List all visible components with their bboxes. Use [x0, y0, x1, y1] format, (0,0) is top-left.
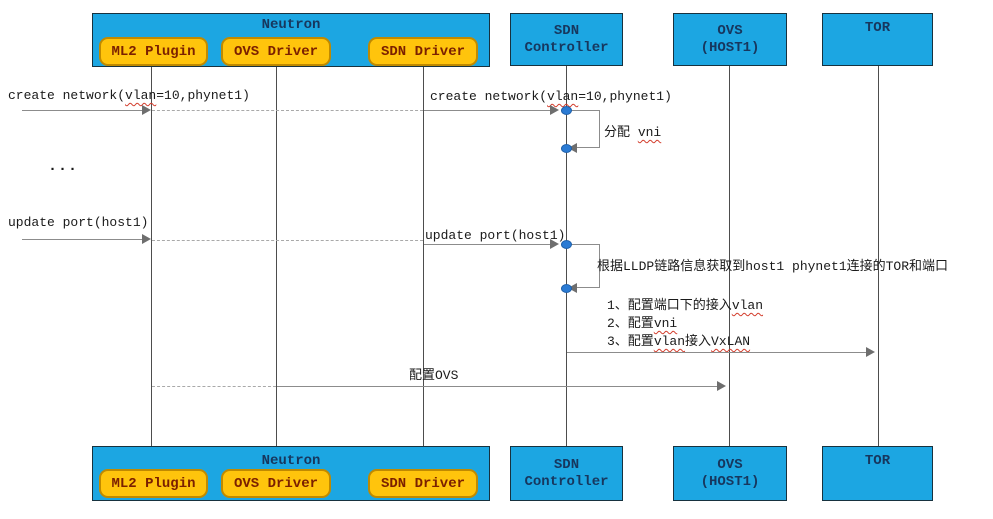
- arrowhead-update-port-neutron: [142, 234, 151, 244]
- participant-ovs-host1-bottom: OVS (HOST1): [673, 446, 787, 501]
- arrow-update-port-controller: [424, 244, 554, 245]
- sdn-controller-line2-top: Controller: [524, 39, 609, 56]
- activation-dot: [561, 284, 572, 293]
- participant-ovs-host1-top: OVS (HOST1): [673, 13, 787, 66]
- lifeline-tor: [878, 66, 879, 446]
- arrow-create-network-neutron: [22, 110, 144, 111]
- arrowhead-config-ovs: [717, 381, 726, 391]
- label-assign-vni: 分配 vni: [604, 125, 662, 140]
- neutron-label-bottom: Neutron: [261, 453, 321, 469]
- participant-ml2-plugin-bottom: ML2 Plugin: [99, 469, 208, 498]
- sdn-controller-line2-bottom: Controller: [524, 473, 609, 490]
- participant-tor-bottom: TOR: [822, 446, 933, 501]
- sdn-driver-label-bottom: SDN Driver: [380, 475, 465, 492]
- participant-sdn-driver-bottom: SDN Driver: [368, 469, 478, 498]
- dashed-config-ovs-internal: [152, 386, 276, 387]
- participant-tor-top: TOR: [822, 13, 933, 66]
- ovs-driver-label-bottom: OVS Driver: [233, 475, 318, 492]
- ovs-host1-line1-top: OVS: [717, 22, 743, 39]
- lifeline-ovs-driver: [276, 67, 277, 469]
- arrowhead-lldp-lookup: [568, 283, 577, 293]
- participant-sdn-controller-bottom: SDN Controller: [510, 446, 623, 501]
- message-create-network-neutron: create network(vlan=10,phynet1): [8, 88, 250, 103]
- arrowhead-create-network-controller: [550, 105, 559, 115]
- participant-sdn-controller-top: SDN Controller: [510, 13, 623, 66]
- lifeline-ovs-host1: [729, 66, 730, 446]
- sdn-driver-label-top: SDN Driver: [380, 43, 465, 60]
- sdn-controller-line1-bottom: SDN: [553, 456, 580, 473]
- ovs-host1-line2-bottom: (HOST1): [700, 473, 760, 490]
- tor-label-bottom: TOR: [864, 453, 891, 469]
- sdn-controller-line1-top: SDN: [553, 22, 580, 39]
- lifeline-sdn-driver: [423, 67, 424, 469]
- selfloop-assign-vni: [567, 110, 600, 148]
- arrow-config-ovs: [277, 386, 720, 387]
- activation-dot: [561, 106, 572, 115]
- ml2-plugin-label-top: ML2 Plugin: [111, 43, 196, 60]
- participant-sdn-driver-top: SDN Driver: [368, 37, 478, 66]
- label-config-ovs: 配置OVS: [409, 368, 459, 383]
- dashed-update-port-internal: [152, 240, 423, 241]
- tor-label-top: TOR: [864, 20, 891, 36]
- arrow-update-port-neutron: [22, 239, 144, 240]
- neutron-label-top: Neutron: [261, 17, 321, 33]
- lifeline-ml2-plugin: [151, 67, 152, 469]
- ellipsis-text: ...: [48, 158, 79, 175]
- label-lldp-note: 根据LLDP链路信息获取到host1 phynet1连接的TOR和端口: [597, 259, 949, 274]
- steps-list: 1、配置端口下的接入vlan 2、配置vni 3、配置vlan接入VxLAN: [607, 297, 763, 351]
- dashed-create-network-internal: [152, 110, 423, 111]
- arrowhead-create-network-neutron: [142, 105, 151, 115]
- message-create-network-controller: create network(vlan=10,phynet1): [430, 89, 672, 104]
- arrowhead-configure-tor: [866, 347, 875, 357]
- message-update-port-neutron: update port(host1): [8, 215, 149, 230]
- arrowhead-update-port-controller: [550, 239, 559, 249]
- activation-dot: [561, 144, 572, 153]
- ovs-host1-line1-bottom: OVS: [717, 456, 743, 473]
- participant-ovs-driver-bottom: OVS Driver: [221, 469, 331, 498]
- lifeline-sdn-controller: [566, 66, 567, 446]
- participant-ovs-driver-top: OVS Driver: [221, 37, 331, 66]
- participant-ml2-plugin-top: ML2 Plugin: [99, 37, 208, 66]
- ovs-driver-label-top: OVS Driver: [233, 43, 318, 60]
- arrow-create-network-controller: [424, 110, 554, 111]
- step-2: 2、配置vni: [607, 316, 678, 331]
- activation-dot: [561, 240, 572, 249]
- ovs-host1-line2-top: (HOST1): [700, 39, 760, 56]
- ml2-plugin-label-bottom: ML2 Plugin: [111, 475, 196, 492]
- arrowhead-assign-vni: [568, 143, 577, 153]
- arrow-configure-tor: [567, 352, 869, 353]
- step-3: 3、配置vlan接入VxLAN: [607, 334, 751, 349]
- selfloop-lldp-lookup: [567, 244, 600, 288]
- step-1: 1、配置端口下的接入vlan: [607, 298, 764, 313]
- message-update-port-controller: update port(host1): [425, 228, 566, 243]
